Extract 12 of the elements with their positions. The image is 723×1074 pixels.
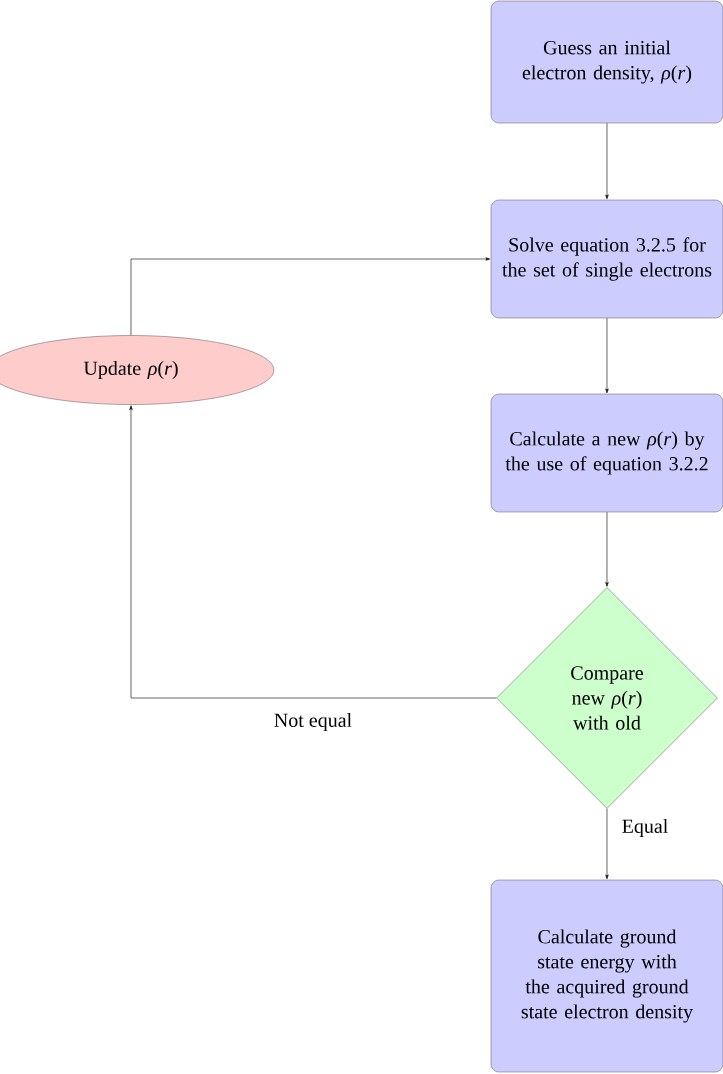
- process-box: Calculate ground state energy with the acquired ground state electron density: [490, 879, 723, 1073]
- edge-label: Not equal: [272, 711, 354, 733]
- arrow: [130, 257, 491, 336]
- arrow: [605, 808, 609, 880]
- process-box: Calculate a new ρ(r) by the use of equation 3.2.2: [490, 393, 723, 513]
- process-box: Guess an initial electron density, ρ(r): [490, 0, 723, 124]
- arrow: [605, 122, 609, 200]
- arrow: [605, 317, 609, 394]
- arrow: [129, 405, 497, 699]
- edge-label: Equal: [620, 817, 670, 839]
- process-box: Solve equation 3.2.5 for the set of single electrons: [490, 199, 723, 319]
- arrow: [605, 511, 609, 587]
